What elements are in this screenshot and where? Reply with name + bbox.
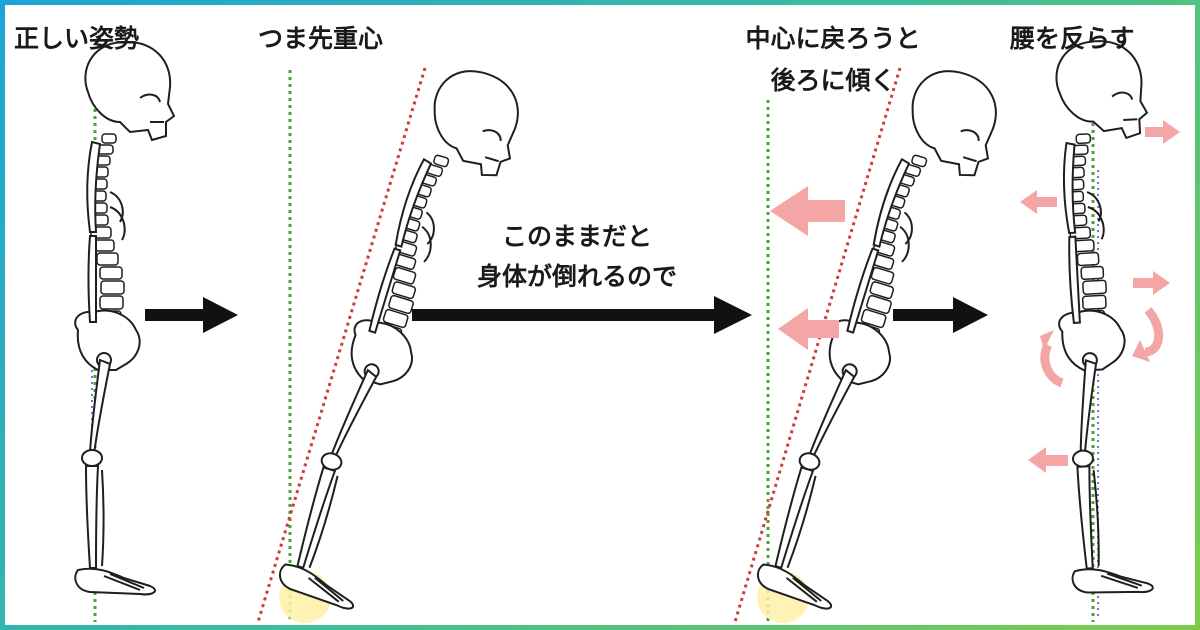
caption-correct-posture: 正しい姿勢 <box>14 24 140 53</box>
arrow-1 <box>145 297 238 333</box>
figure-lean-back <box>733 57 1011 623</box>
figure-correct-posture <box>74 40 175 622</box>
caption-lean-back-line1: 中心に戻ろうと <box>745 24 921 53</box>
figure-toe-weight <box>256 57 533 623</box>
pull-back-arrow-upper <box>770 186 845 236</box>
caption-lean-back-line2: 後ろに傾く <box>770 66 896 95</box>
arrow-waist-forward <box>1133 271 1170 295</box>
figure-arched-back <box>1020 37 1180 622</box>
arrow-knee-back <box>1028 447 1068 473</box>
pull-back-arrow-lower <box>778 308 839 350</box>
arrow-3 <box>893 297 988 333</box>
arrow-chest-back <box>1020 190 1057 214</box>
rotation-arrows <box>1040 307 1163 388</box>
arrow-long <box>412 296 752 334</box>
caption-arched-back: 腰を反らす <box>1010 24 1135 53</box>
caption-toe-weight: つま先重心 <box>258 24 384 53</box>
pink-arrows <box>1020 120 1180 473</box>
tilt-line <box>256 67 427 623</box>
arrow-head-forward <box>1145 120 1180 144</box>
middle-text-line1: このままだと <box>501 222 652 251</box>
tilt-line <box>733 67 902 623</box>
middle-text-line2: 身体が倒れるので <box>476 262 677 291</box>
